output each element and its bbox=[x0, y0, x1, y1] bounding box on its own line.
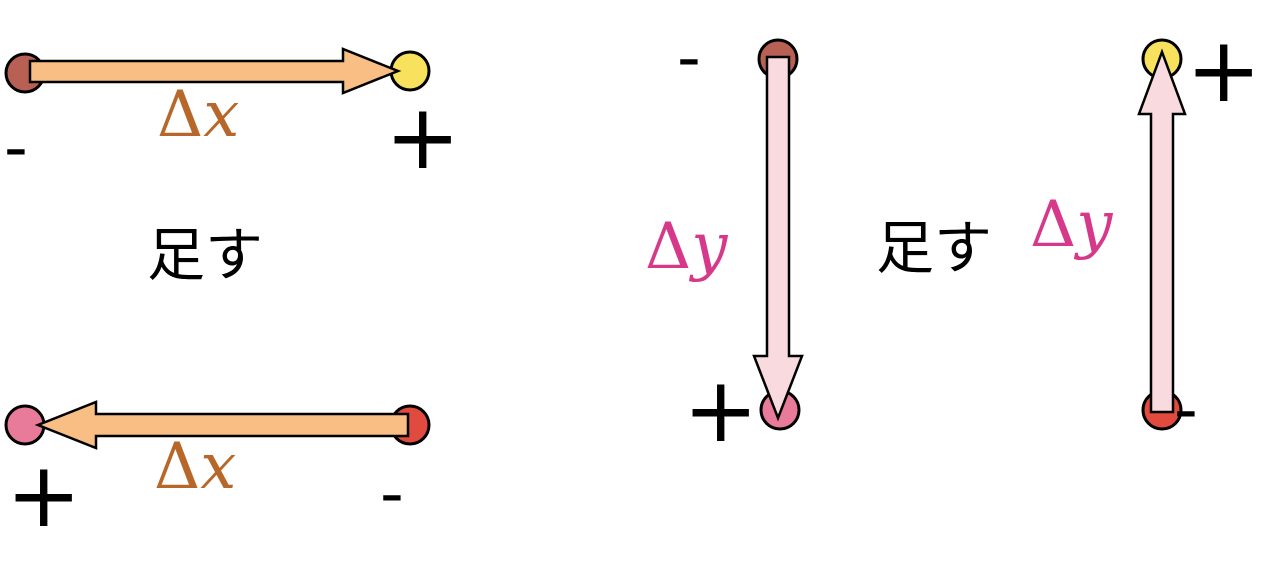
bottom-arrow-label: Δx bbox=[154, 430, 236, 504]
top-delta-x-arrow: Δx - + bbox=[4, 47, 460, 190]
down-arrow-label-var: y bbox=[688, 210, 728, 284]
up-arrow-start-sign: - bbox=[1174, 371, 1198, 448]
bottom-delta-x-arrow: Δx + - bbox=[4, 400, 431, 548]
left-panel: Δx - + 足す Δx + - bbox=[4, 47, 460, 548]
bottom-arrow-label-delta: Δ bbox=[154, 430, 200, 504]
right-operation-label: 足す bbox=[876, 214, 992, 282]
top-arrow-end-sign: + bbox=[385, 85, 460, 190]
right-panel: Δy - + 足す Δy + - bbox=[645, 18, 1261, 463]
down-arrow-start-sign: - bbox=[677, 19, 701, 96]
up-arrow-end-sign: + bbox=[1186, 18, 1261, 123]
down-arrow-label-delta: Δ bbox=[645, 210, 691, 284]
up-delta-y-arrow: Δy + - bbox=[1030, 18, 1261, 448]
down-delta-y-arrow: Δy - + bbox=[645, 19, 804, 463]
up-arrow-label-var: y bbox=[1073, 188, 1113, 262]
up-arrow-label: Δy bbox=[1030, 188, 1113, 262]
top-arrow-label-delta: Δ bbox=[157, 78, 203, 152]
bottom-arrow-body bbox=[34, 400, 410, 450]
bottom-arrow-end-sign: + bbox=[6, 443, 81, 548]
top-arrow-body bbox=[28, 47, 402, 95]
down-arrow-end-sign: + bbox=[683, 358, 758, 463]
top-arrow-label: Δx bbox=[157, 78, 239, 152]
up-arrow-body bbox=[1137, 48, 1187, 414]
bottom-arrow-label-var: x bbox=[200, 430, 236, 504]
up-arrow-label-delta: Δ bbox=[1030, 188, 1076, 262]
bottom-arrow-start-sign: - bbox=[380, 455, 404, 532]
top-arrow-label-var: x bbox=[203, 78, 239, 152]
down-arrow-label: Δy bbox=[645, 210, 728, 284]
top-arrow-start-sign: - bbox=[4, 109, 28, 186]
down-arrow-body bbox=[752, 55, 804, 422]
left-operation-label: 足す bbox=[147, 221, 263, 289]
